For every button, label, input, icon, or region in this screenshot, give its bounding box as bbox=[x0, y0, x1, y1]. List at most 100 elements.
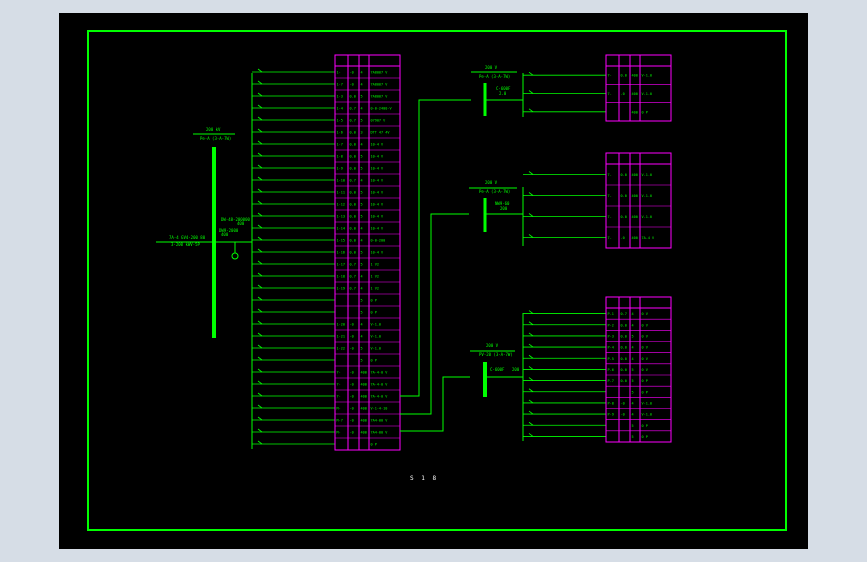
main-breaker-symbol bbox=[257, 272, 263, 277]
main-table-cell: 7A-4-0 V bbox=[371, 371, 389, 375]
main-table-cell: 1-4 bbox=[337, 107, 343, 111]
panel-3-table-cell: 4 bbox=[632, 312, 634, 316]
main-table-cell: 7A8007 V bbox=[371, 95, 389, 99]
panel-1-breaker-symbol bbox=[528, 108, 534, 113]
main-table-cell: 10-4 V bbox=[371, 143, 385, 147]
main-breaker-symbol bbox=[257, 248, 263, 253]
main-bus-label: 200 kV bbox=[206, 127, 221, 132]
main-table-cell: 1-11 bbox=[337, 191, 345, 195]
panel-3-table-cell: 4 bbox=[632, 346, 634, 350]
panel-3-breaker-symbol bbox=[528, 388, 534, 393]
panel-2-table-cell: 400 bbox=[632, 173, 638, 177]
panel-2-breaker-symbol bbox=[528, 192, 534, 196]
main-table-cell: -0 bbox=[350, 371, 354, 375]
feeder-to-panel-1 bbox=[400, 99, 471, 397]
panel-3-table-cell: 5 bbox=[632, 368, 634, 372]
panel-2-table-cell: 400 bbox=[632, 215, 638, 219]
panel-1-table-cell: 400 bbox=[632, 92, 638, 96]
main-table-cell: 0.0 bbox=[350, 191, 356, 195]
panel-3-table-cell: P-5 bbox=[608, 357, 614, 361]
panel-2-breaker-label: NW9-60 bbox=[495, 201, 510, 206]
panel-2-bus-label: 200 V bbox=[485, 180, 498, 185]
main-breaker-symbol bbox=[257, 200, 263, 205]
panel-3-table-cell: 0 V bbox=[642, 346, 649, 350]
main-table-cell: 4 bbox=[361, 275, 363, 279]
main-breaker-symbol bbox=[257, 140, 263, 145]
panel-2-breaker-symbol bbox=[528, 213, 534, 217]
main-bus-sublabel: Pe-A (3-A-7W) bbox=[200, 136, 231, 141]
main-table-cell: 5 bbox=[361, 215, 363, 219]
panel-3-table-cell: V-1.0 bbox=[642, 401, 653, 405]
main-breaker-symbol bbox=[257, 164, 263, 169]
main-table-cell: 7A-4-0 V bbox=[371, 395, 389, 399]
main-breaker-symbol bbox=[257, 380, 263, 385]
panel-1-table-cell: 0.0 bbox=[621, 74, 627, 78]
main-table-cell: 07907 V bbox=[371, 119, 387, 123]
main-table-cell: 0.0 bbox=[350, 239, 356, 243]
panel-3-bus-sublabel: PV-20 (3-A-7W) bbox=[479, 352, 513, 357]
main-table-cell: 1 V2 bbox=[371, 287, 379, 291]
main-table-cell: V-1.0 bbox=[371, 347, 382, 351]
panel-2-breaker-symbol bbox=[528, 171, 534, 175]
panel-1-table-cell: -0 bbox=[621, 92, 625, 96]
panel-3-breaker-symbol bbox=[528, 321, 534, 326]
panel-3-breaker-symbol bbox=[528, 366, 534, 370]
main-table-cell: 5 bbox=[361, 251, 363, 255]
main-table-cell: 1-18 bbox=[337, 275, 345, 279]
main-table-cell: -0 bbox=[350, 347, 354, 351]
single-line-diagram: 200 kV Pe-A (3-A-7W) 7A-4 GV4-200 80 3-2… bbox=[87, 30, 787, 531]
main-table-cell: 10-4 V bbox=[371, 215, 385, 219]
panel-3-table-cell: P-3 bbox=[608, 334, 614, 338]
current-transformer-symbol bbox=[231, 252, 239, 260]
main-table-cell: 1-20 bbox=[337, 323, 345, 327]
main-breaker-symbol bbox=[257, 260, 263, 265]
main-table-cell: 5 bbox=[361, 95, 363, 99]
main-table-cell: 0.0 bbox=[350, 143, 356, 147]
main-table-cell: 0.0 bbox=[350, 203, 356, 207]
main-breaker-symbol bbox=[257, 128, 263, 133]
panel-2-table-cell: 7A-4 V bbox=[642, 236, 656, 240]
drawing-background bbox=[59, 13, 808, 549]
main-breaker-symbol bbox=[257, 176, 263, 181]
panel-2-table-cell: V-1.0 bbox=[642, 215, 653, 219]
main-table-cell: 1-12 bbox=[337, 203, 345, 207]
main-table-cell: V-1-4-10 bbox=[371, 407, 388, 411]
main-table-cell: 4 bbox=[361, 323, 363, 327]
main-table-cell: 0.0 bbox=[350, 215, 356, 219]
main-table-cell: V-1.0 bbox=[371, 323, 382, 327]
main-breaker-label: DW9-2000 bbox=[219, 228, 239, 233]
panel-3-schedule-table bbox=[605, 296, 672, 443]
main-table-cell: 400 bbox=[361, 395, 367, 399]
main-table-cell: 1-6 bbox=[337, 131, 343, 135]
panel-3-breaker-symbol bbox=[528, 310, 534, 314]
main-breaker-symbol bbox=[257, 404, 263, 409]
main-table-cell: M- bbox=[337, 431, 341, 435]
main-table-cell: 400 bbox=[361, 383, 367, 387]
panel-3-table-cell: 5 bbox=[632, 334, 634, 338]
main-breaker-symbol bbox=[257, 416, 263, 421]
panel-1-breaker-label: C-600F bbox=[496, 86, 511, 91]
main-breaker-symbol bbox=[257, 104, 263, 109]
panel-3-table-cell: 0.0 bbox=[621, 368, 627, 372]
panel-3-table-cell: P-2 bbox=[608, 323, 614, 327]
panel-3-table-cell: 0 P bbox=[642, 435, 648, 439]
main-table-cell: 1-8 bbox=[337, 155, 343, 159]
main-table-cell: 0.0 bbox=[350, 131, 356, 135]
main-table-cell: 7- bbox=[337, 371, 341, 375]
main-breaker-symbol bbox=[257, 92, 263, 97]
panel-3-feeder-group bbox=[523, 310, 606, 437]
panel-2-table-cell: 0.0 bbox=[621, 194, 627, 198]
main-table-cell: 0.7 bbox=[350, 275, 356, 279]
panel-3-breaker-label: C-600F bbox=[490, 367, 505, 372]
main-table-cell: 1-5 bbox=[337, 119, 343, 123]
panel-3-table-cell: -0 bbox=[621, 413, 625, 417]
main-table-cell: 0.0 bbox=[350, 227, 356, 231]
panel-2-bus-sublabel: Pe-A (3-A-7W) bbox=[479, 189, 510, 194]
main-table-cell: 400 bbox=[361, 419, 367, 423]
panel-3-breaker-symbol bbox=[528, 410, 534, 415]
main-table-cell: 1-7 bbox=[337, 143, 343, 147]
panel-3-table-cell: 0.0 bbox=[621, 346, 627, 350]
main-table-cell: 5 bbox=[361, 359, 363, 363]
